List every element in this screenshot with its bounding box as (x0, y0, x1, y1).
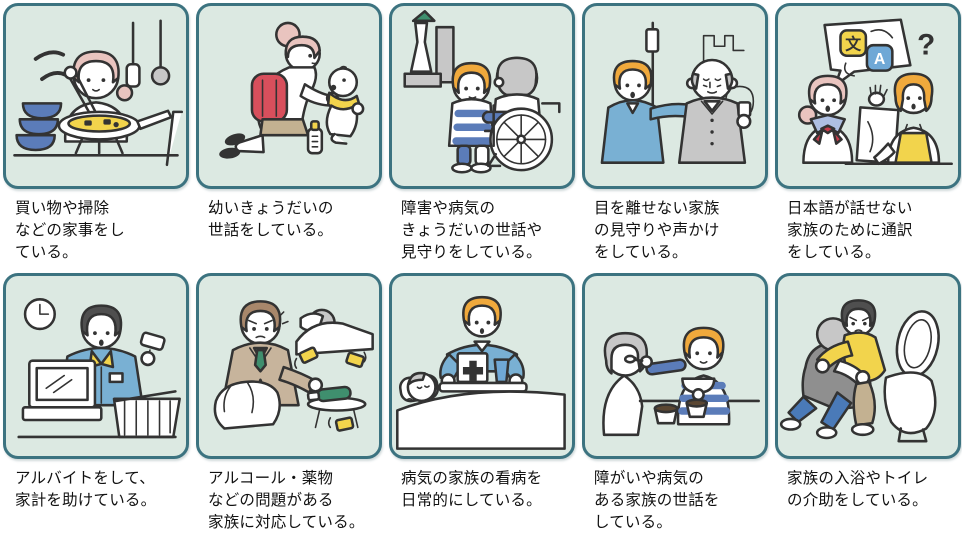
card-caption: 幼いきょうだいの 世話をしている。 (208, 200, 334, 239)
card-frame (389, 273, 575, 459)
latin-badge: A (874, 51, 886, 68)
card-frame (389, 3, 575, 189)
card-frame (196, 273, 382, 459)
card-caption: 目を離せない家族 の見守りや声かけ をしている。 (594, 200, 720, 261)
card-caption: アルバイトをして、 家計を助けている。 (15, 470, 157, 509)
card-sibling-baby-care: 幼いきょうだいの 世話をしている。 (196, 3, 382, 273)
question-mark: ? (917, 29, 935, 62)
card-caption: 家族の入浴やトイレ の介助をしている。 (787, 470, 929, 509)
card-caption: 障害や病気の きょうだいの世話や 見守りをしている。 (401, 200, 543, 261)
baby-care-illustration (219, 21, 365, 159)
card-frame (582, 273, 768, 459)
sickbed-care-illustration (396, 295, 566, 450)
card-family-watching: 目を離せない家族 の見守りや声かけ をしている。 (582, 3, 768, 273)
card-caption: 障がいや病気の ある家族の世話を している。 (594, 470, 720, 531)
card-frame (3, 3, 189, 189)
elderly-watch-illustration (600, 21, 755, 164)
feeding-illustration (602, 326, 760, 437)
toilet-assist-illustration (779, 299, 940, 443)
card-disabled-sibling-care: 障害や病気の きょうだいの世話や 見守りをしている。 (389, 3, 575, 273)
card-frame (3, 273, 189, 459)
cash-register-illustration (17, 298, 181, 439)
wheelchair-illustration (403, 10, 561, 174)
card-disabled-family-care: 障がいや病気の ある家族の世話を している。 (582, 273, 768, 543)
card-daily-nursing: 病気の家族の看病を 日常的にしている。 (389, 273, 575, 543)
card-caption: 買い物や掃除 などの家事をし ている。 (15, 200, 125, 261)
alcohol-cleanup-illustration (213, 300, 374, 432)
card-frame (196, 3, 382, 189)
card-part-time-work: アルバイトをして、 家計を助けている。 (3, 273, 189, 543)
card-frame: 文 A ? (775, 3, 961, 189)
card-substance-problem: アルコール・薬物 などの問題がある 家族に対応している。 (196, 273, 382, 543)
card-frame (775, 273, 961, 459)
card-caption: アルコール・薬物 などの問題がある 家族に対応している。 (208, 470, 365, 531)
card-housework: 買い物や掃除 などの家事をし ている。 (3, 3, 189, 273)
card-toilet-assist: 家族の入浴やトイレ の介助をしている。 (775, 273, 961, 543)
cooking-illustration (13, 19, 184, 167)
card-frame (582, 3, 768, 189)
card-interpreting: 文 A ? (775, 3, 961, 273)
card-caption: 日本語が話せない 家族のために通訳 をしている。 (787, 200, 913, 261)
interpreting-illustration: 文 A ? (797, 18, 953, 166)
card-caption: 病気の家族の看病を 日常的にしている。 (401, 470, 543, 509)
kanji-badge: 文 (845, 34, 861, 53)
